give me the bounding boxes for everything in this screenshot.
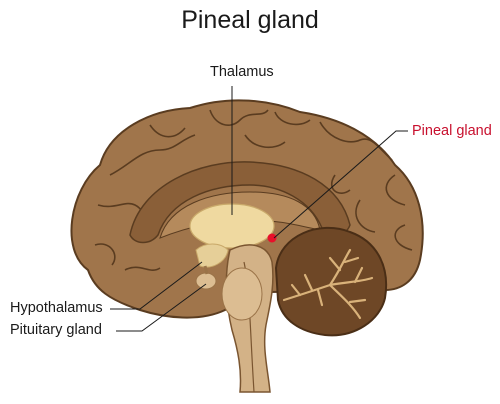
- thalamus-label: Thalamus: [210, 64, 274, 80]
- pituitary-gland-label: Pituitary gland: [10, 322, 102, 338]
- hypothalamus-leader: [110, 261, 203, 310]
- pineal-gland: [267, 233, 277, 243]
- hypothalamus: [195, 243, 229, 268]
- arbor-vitae: [282, 248, 374, 320]
- pineal-gland-label: Pineal gland: [412, 123, 492, 139]
- pituitary-gland: [195, 272, 217, 290]
- pineal-leader: [273, 130, 408, 239]
- pituitary-leader: [116, 283, 207, 332]
- pons: [221, 267, 263, 321]
- hypothalamus-label: Hypothalamus: [10, 300, 103, 316]
- diagram-title: Pineal gland: [181, 6, 319, 34]
